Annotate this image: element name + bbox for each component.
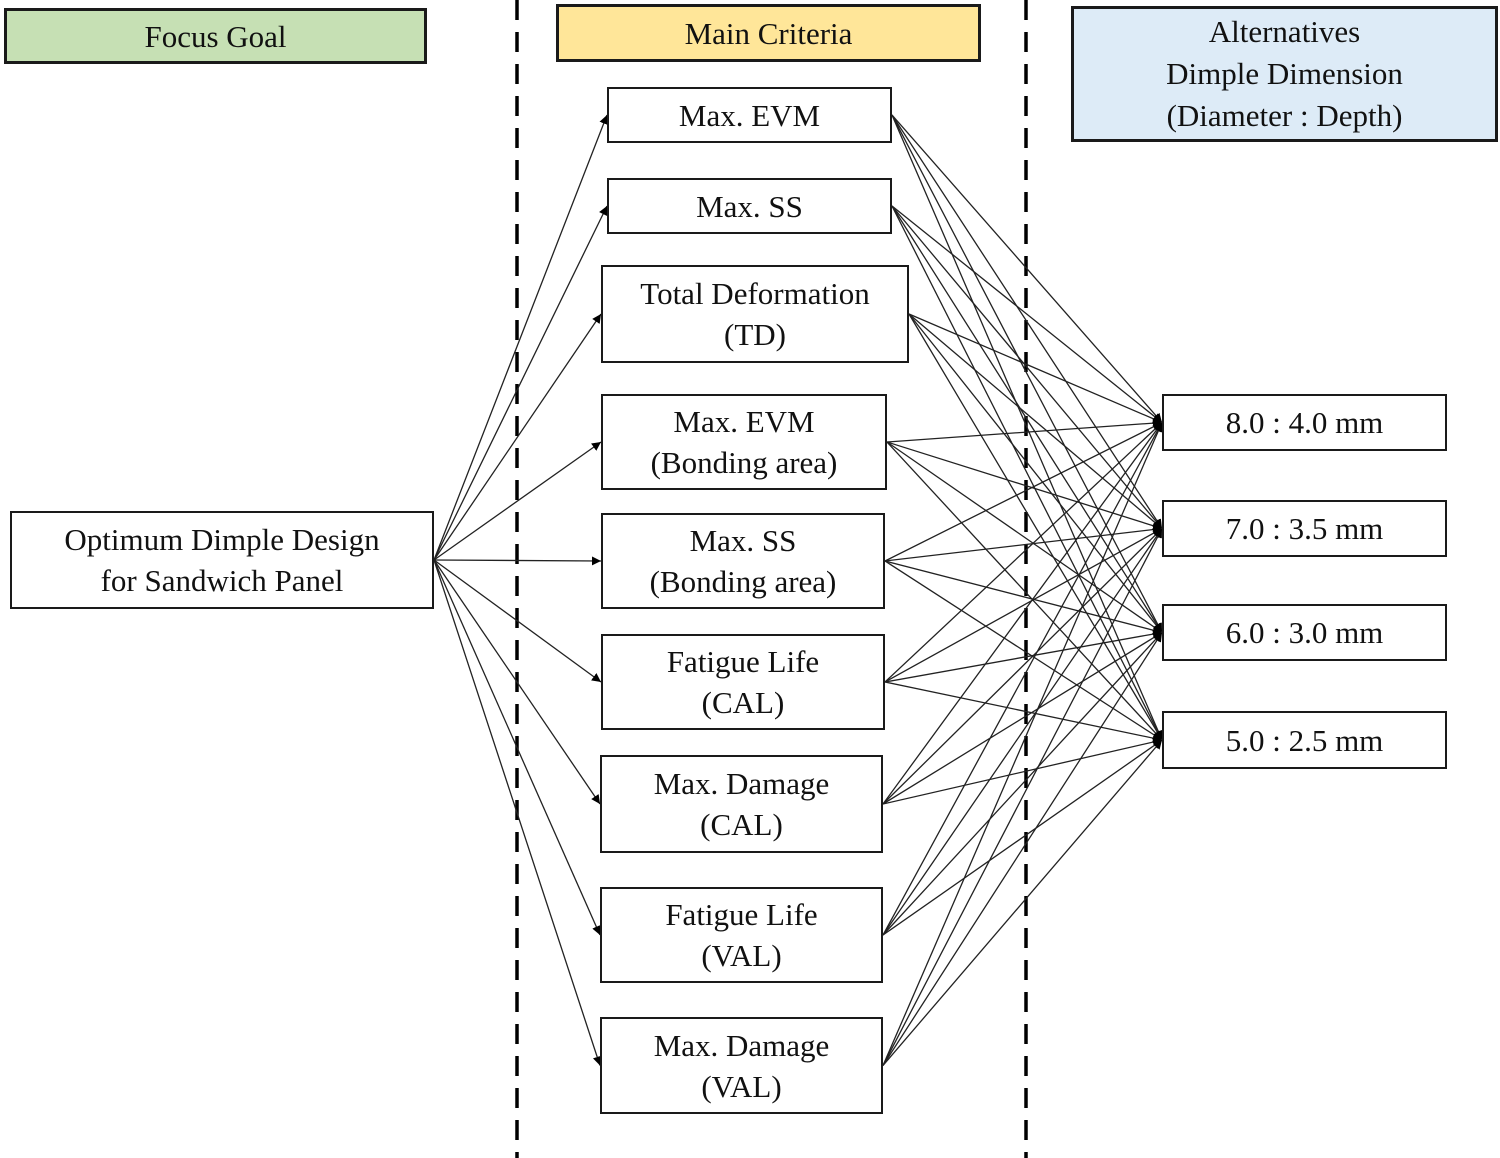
alternative-node: 8.0 : 4.0 mm [1162,394,1447,451]
criterion-label: Max. SS [689,523,797,558]
criterion-to-alternative-arrow [882,528,1163,1066]
criterion-to-alternative-arrow [891,205,1163,424]
criterion-to-alternative-arrow [908,313,1163,741]
criterion-to-alternative-arrow [882,422,1163,1066]
criterion-to-alternative-arrow [886,441,1163,634]
criterion-node: Fatigue Life (CAL) [601,634,885,730]
goal-to-criterion-arrow [433,313,602,561]
criterion-to-alternative-arrow [882,422,1163,936]
criterion-to-alternative-arrow [886,441,1163,531]
criterion-to-alternative-arrow [882,739,1163,1066]
criterion-node: Max. Damage (CAL) [600,755,883,853]
criterion-label: Fatigue Life [665,897,818,932]
criterion-to-alternative-arrow [891,205,1163,633]
criterion-to-alternative-arrow [882,739,1163,936]
goal-to-criteria-edges [433,114,608,1066]
goal-to-criterion-arrow [433,205,608,561]
goal-to-criterion-arrow [433,559,602,1066]
criterion-to-alternative-arrow [891,205,1163,741]
criterion-to-alternative-arrow [891,114,1163,423]
criterion-to-alternative-arrow [908,313,1163,529]
criterion-sublabel: (CAL) [701,685,785,720]
goal-to-criterion-arrow [433,556,602,566]
criterion-to-alternative-arrow [882,528,1163,805]
criterion-to-alternative-arrow [884,681,1163,743]
criterion-to-alternative-arrow [884,560,1163,635]
goal-node-line-2: for Sandwich Panel [100,563,344,598]
criterion-node: Max. EVM (Bonding area) [601,394,887,490]
criterion-to-alternative-arrow [882,737,1163,805]
criterion-label: Max. Damage [653,766,830,801]
criterion-label: Total Deformation [640,276,870,311]
goal-to-criterion-arrow [433,559,601,805]
criterion-to-alternative-arrow [882,528,1163,936]
criterion-label: Max. EVM [673,404,815,439]
criterion-to-alternative-arrow [884,629,1163,683]
criterion-node: Max. SS [607,178,892,234]
criterion-to-alternative-arrow [882,422,1163,805]
alternative-node: 7.0 : 3.5 mm [1162,500,1447,557]
alternative-node: 6.0 : 3.0 mm [1162,604,1447,661]
criterion-sublabel: (CAL) [700,807,783,842]
criterion-to-alternative-arrow [886,441,1163,741]
alternatives-header-line-3: (Diameter : Depth) [1166,98,1403,133]
criterion-to-alternative-arrow [882,632,1163,1066]
criterion-to-alternative-arrow [884,422,1163,683]
alternatives-header: Alternatives Dimple Dimension (Diameter … [1071,6,1498,142]
criterion-to-alternative-arrow [908,313,1163,633]
criterion-label: Fatigue Life [666,644,820,679]
alternative-node: 5.0 : 2.5 mm [1162,711,1447,769]
focus-goal-header: Focus Goal [4,8,427,64]
alternatives-header-line-1: Alternatives [1208,14,1361,49]
alternative-label: 5.0 : 2.5 mm [1225,722,1384,758]
alternative-label: 8.0 : 4.0 mm [1225,405,1384,440]
criterion-label: Max. SS [696,188,803,224]
goal-node: Optimum Dimple Design for Sandwich Panel [10,511,434,609]
criterion-to-alternative-arrow [891,205,1163,529]
criteria-to-alternative-edges [882,114,1163,1066]
criterion-to-alternative-arrow [884,527,1163,683]
criterion-node: Max. EVM [607,87,892,143]
criterion-to-alternative-arrow [882,631,1163,805]
criterion-sublabel: (TD) [724,317,786,352]
criterion-node: Max. SS (Bonding area) [601,513,885,609]
criterion-to-alternative-arrow [908,313,1163,424]
criterion-label: Max. Damage [653,1027,830,1063]
focus-goal-header-label: Focus Goal [144,18,287,54]
goal-to-criterion-arrow [433,114,608,561]
criterion-node: Total Deformation (TD) [601,265,909,363]
criterion-to-alternative-arrow [882,632,1163,936]
criterion-to-alternative-arrow [886,418,1163,443]
criterion-sublabel: (VAL) [701,938,782,973]
criterion-to-alternative-arrow [891,114,1163,529]
criterion-to-alternative-arrow [891,114,1163,633]
alternatives-header-line-2: Dimple Dimension [1166,56,1403,91]
goal-to-criterion-arrow [433,441,602,561]
criterion-label: Max. EVM [678,97,821,133]
goal-to-criterion-arrow [433,559,602,683]
criterion-sublabel: (VAL) [701,1068,782,1104]
goal-to-criterion-arrow [433,559,601,936]
criterion-sublabel: (Bonding area) [650,445,838,480]
criterion-node: Fatigue Life (VAL) [600,887,883,983]
main-criteria-header: Main Criteria [556,4,981,62]
criterion-to-alternative-arrow [884,560,1163,741]
criterion-node: Max. Damage (VAL) [600,1017,883,1114]
main-criteria-header-label: Main Criteria [684,15,853,51]
criterion-to-alternative-arrow [884,421,1163,562]
alternative-label: 6.0 : 3.0 mm [1225,615,1384,650]
goal-node-line-1: Optimum Dimple Design [64,522,380,557]
criterion-sublabel: (Bonding area) [649,564,837,599]
criterion-to-alternative-arrow [891,114,1163,741]
alternative-label: 7.0 : 3.5 mm [1225,511,1384,546]
criterion-to-alternative-arrow [884,525,1163,562]
